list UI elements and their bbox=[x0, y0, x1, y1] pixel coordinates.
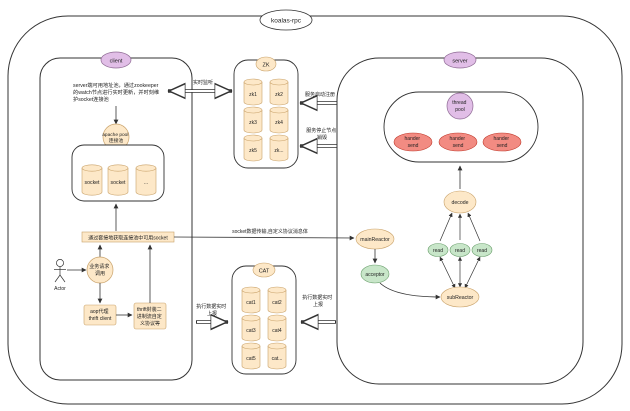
handler-node: hander send bbox=[393, 132, 433, 152]
handler-label: send bbox=[408, 143, 419, 149]
socket-label: socket bbox=[85, 180, 101, 186]
zk-container bbox=[233, 59, 299, 169]
handler-label: hander bbox=[450, 136, 466, 142]
socket-label: socket bbox=[111, 180, 127, 186]
zk-node-label: zk3 bbox=[249, 120, 257, 126]
cat-badge bbox=[252, 262, 276, 278]
cat-node-label: cat1 bbox=[246, 300, 256, 306]
arrow-read-subreactor bbox=[464, 256, 481, 289]
svg-text:hander send: hander send bbox=[405, 136, 422, 149]
socket-label: ... bbox=[144, 180, 148, 186]
handler-node: hander send bbox=[438, 132, 478, 152]
server-stop-label: 服务停止节点 销毁 bbox=[306, 127, 337, 141]
svg-text:hander send: hander send bbox=[450, 136, 467, 149]
zk-node-cylinder: zk1 bbox=[243, 78, 263, 106]
server-label: server bbox=[452, 58, 467, 64]
zk-node-label: zk2 bbox=[275, 92, 283, 98]
arrow-read-to-decode bbox=[467, 212, 481, 242]
actor-icon bbox=[54, 259, 66, 283]
cat-node-label: cat4 bbox=[272, 328, 282, 334]
server-register-label: 服务启动注册 bbox=[305, 91, 335, 98]
zk-node-label: zk5 bbox=[249, 148, 257, 154]
decode-node bbox=[443, 190, 477, 214]
title-badge bbox=[259, 9, 313, 31]
socket-cylinder: socket bbox=[107, 164, 129, 196]
zk-node-cylinder: zk3 bbox=[243, 106, 263, 134]
cat-label: CAT bbox=[259, 268, 270, 274]
thread-pool-label: thread pool bbox=[452, 100, 468, 113]
client-label: client bbox=[110, 58, 123, 64]
cat-node-cylinder: cat2 bbox=[267, 286, 287, 314]
arrow-read-subreactor bbox=[439, 256, 456, 289]
read-node: read bbox=[449, 243, 471, 257]
handler-label: hander bbox=[405, 136, 421, 142]
socket-transfer-arrow bbox=[173, 235, 355, 241]
zk-node-cylinder: zk... bbox=[269, 134, 289, 162]
cat-node-cylinder: cat4 bbox=[267, 314, 287, 342]
handler-label: send bbox=[453, 143, 464, 149]
handler-node: hander send bbox=[482, 132, 522, 152]
thrift-encode-label: thrift封装二 进制流自定 义协议等 bbox=[137, 306, 163, 327]
client-badge bbox=[100, 51, 132, 69]
handler-label: send bbox=[497, 143, 508, 149]
cat-node-label: cat5 bbox=[246, 356, 256, 362]
svg-text:hander send: hander send bbox=[494, 136, 511, 149]
business-request-label: 业务请求 调用 bbox=[89, 263, 110, 277]
realtime-watch-label: 实时监听 bbox=[193, 79, 213, 86]
socket-acquire-label: 通过套接地获取连接池中可用socket bbox=[88, 234, 168, 241]
read-label: read bbox=[455, 248, 465, 254]
main-reactor-label: mainReactor bbox=[360, 237, 390, 243]
apache-pool-label: apache pool 连接池 bbox=[102, 132, 129, 144]
cat-node-label: cat... bbox=[272, 356, 283, 362]
arrow-read-to-decode bbox=[439, 212, 453, 242]
sub-reactor-label: subReactor bbox=[447, 295, 474, 301]
zk-node-cylinder: zk4 bbox=[269, 106, 289, 134]
client-report-label: 执行数据实时 上报 bbox=[196, 303, 227, 317]
read-label: read bbox=[477, 248, 487, 254]
read-label: read bbox=[433, 248, 443, 254]
socket-cylinder: socket bbox=[81, 164, 103, 196]
socket-cylinder: ... bbox=[135, 164, 157, 196]
zk-node-label: zk... bbox=[274, 148, 283, 154]
cat-container bbox=[231, 265, 297, 375]
handler-label: hander bbox=[494, 136, 510, 142]
acceptor-label: acceptor bbox=[365, 272, 385, 278]
cat-node-cylinder: cat5 bbox=[241, 342, 261, 370]
client-info-text: server端可用地址池，通过zookeeper 的watch节点进行实时更新，… bbox=[73, 81, 161, 103]
zk-badge bbox=[255, 56, 277, 72]
arrow-acceptor-to-subreactor bbox=[379, 282, 441, 300]
zk-node-label: zk4 bbox=[275, 120, 283, 126]
zk-node-cylinder: zk2 bbox=[269, 78, 289, 106]
thread-pool-node bbox=[446, 92, 474, 120]
aop-proxy-label: aop代理 thrift client bbox=[89, 308, 112, 322]
cat-node-label: cat3 bbox=[246, 328, 256, 334]
read-node: read bbox=[471, 243, 493, 257]
zk-node-label: zk1 bbox=[249, 92, 257, 98]
sub-reactor-node bbox=[440, 286, 480, 308]
read-node: read bbox=[427, 243, 449, 257]
server-report-label: 执行数据实时 上报 bbox=[302, 294, 333, 308]
cat-node-cylinder: cat... bbox=[267, 342, 287, 370]
actor-label: Actor bbox=[54, 286, 66, 292]
aop-proxy-node bbox=[83, 304, 117, 326]
cat-node-cylinder: cat1 bbox=[241, 286, 261, 314]
decode-label: decode bbox=[451, 200, 468, 206]
cat-node-label: cat2 bbox=[272, 300, 282, 306]
acceptor-node bbox=[360, 264, 390, 284]
diagram-title: koalas-rpc bbox=[271, 18, 302, 25]
zk-node-cylinder: zk5 bbox=[243, 134, 263, 162]
business-request-node bbox=[86, 256, 114, 284]
zk-label: ZK bbox=[262, 62, 269, 68]
cat-node-cylinder: cat3 bbox=[241, 314, 261, 342]
socket-transfer-label: socket数据传输,自定义协议消息体 bbox=[232, 228, 308, 235]
server-badge bbox=[443, 51, 477, 69]
